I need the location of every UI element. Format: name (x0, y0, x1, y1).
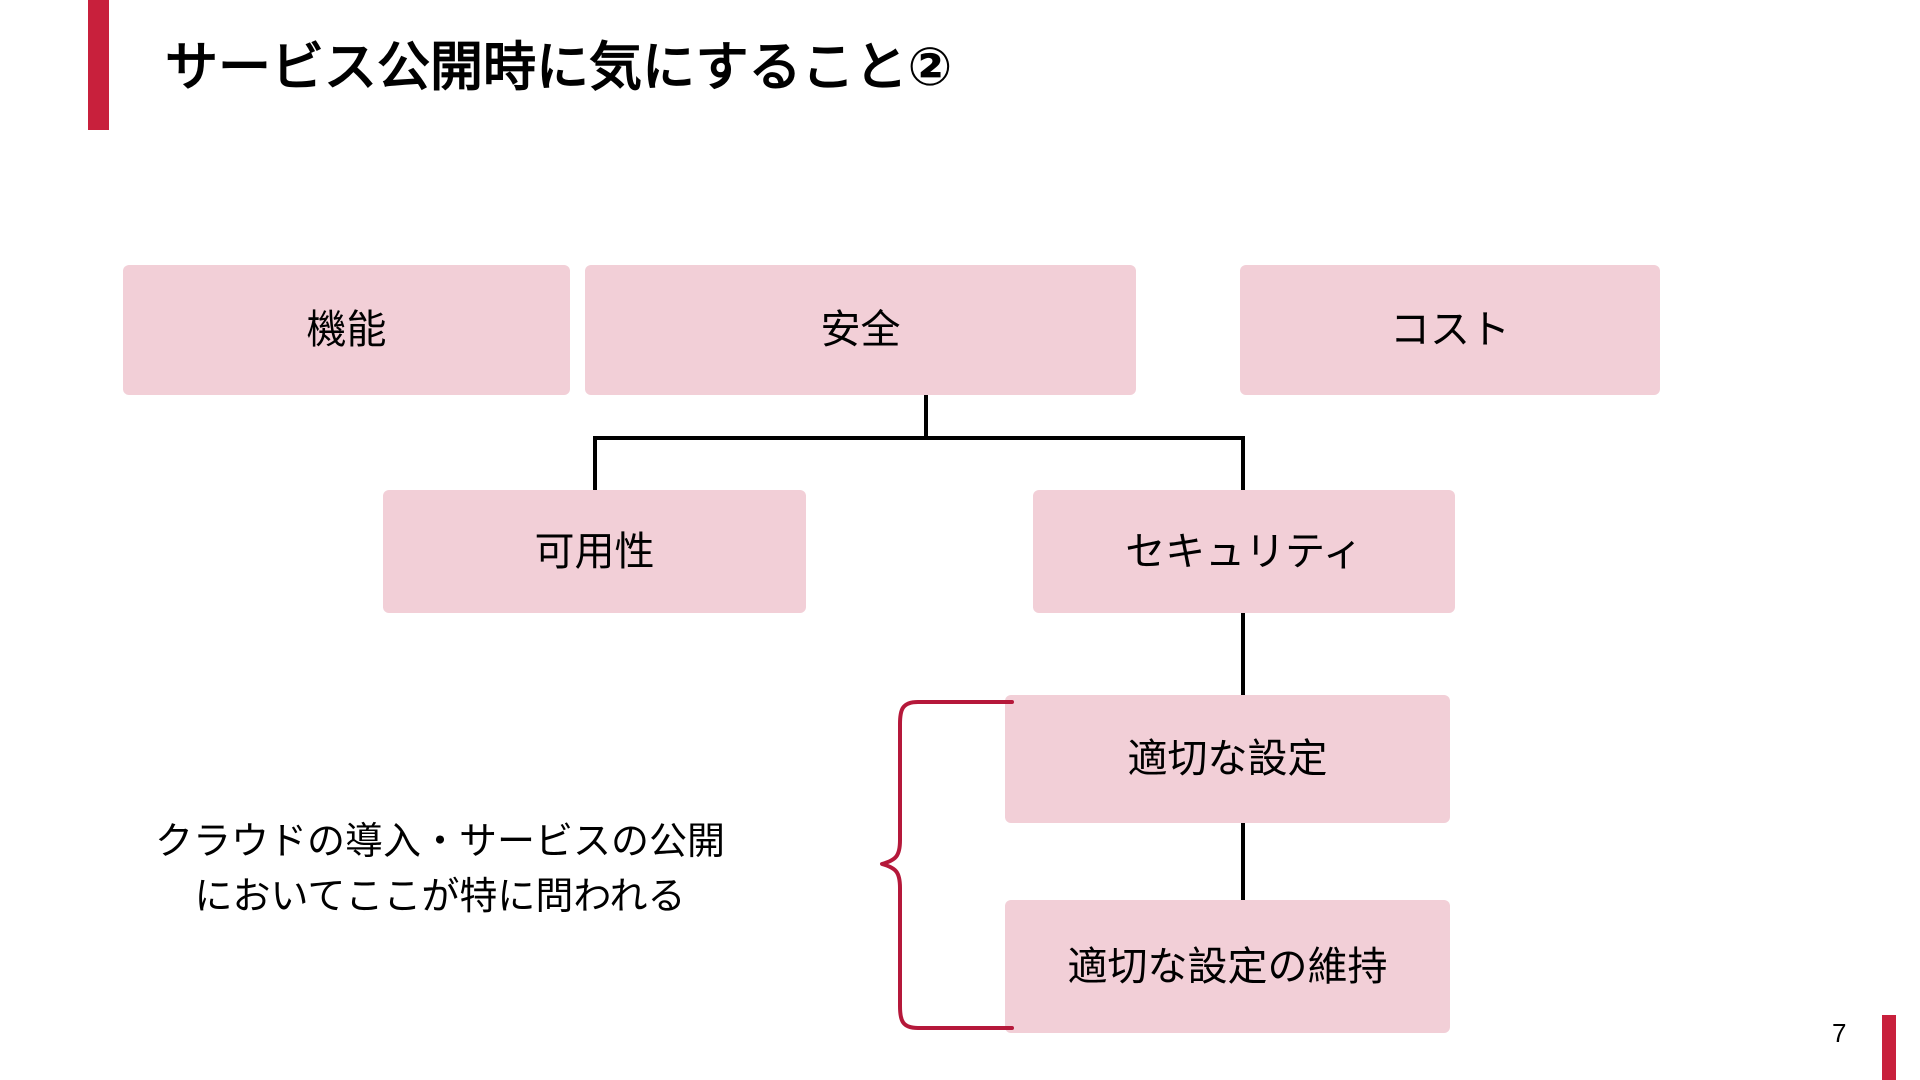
node-label: 適切な設定 (1127, 737, 1328, 781)
connector-anzen-down (924, 395, 928, 439)
title-accent-bar (88, 0, 109, 130)
page-number: 7 (1832, 1018, 1847, 1048)
node-box-security: セキュリティ (1033, 490, 1455, 613)
node-label: コスト (1390, 308, 1510, 352)
connector-down-to-kayousei (593, 436, 597, 492)
node-label: 可用性 (534, 529, 655, 574)
page-title: サービス公開時に気にすること② (165, 38, 953, 97)
node-label: セキュリティ (1125, 529, 1363, 574)
annotation-line-2: においてここが特に問われる (194, 876, 686, 919)
connector-down-to-security (1241, 436, 1245, 492)
node-box-cost: コスト (1240, 265, 1660, 395)
annotation-caption: クラウドの導入・サービスの公開 においてここが特に問われる (140, 815, 740, 925)
footer-accent-bar (1882, 1015, 1896, 1080)
curly-brace-icon (880, 700, 1014, 1030)
connector-horizontal-split (595, 436, 1245, 440)
annotation-line-1: クラウドの導入・サービスの公開 (154, 821, 725, 863)
node-box-kinou: 機能 (123, 265, 570, 395)
connector-security-to-settei (1241, 613, 1245, 697)
node-label: 安全 (820, 308, 901, 352)
node-label: 適切な設定の維持 (1067, 944, 1388, 989)
node-box-tekisetsu-na-settei-no-iji: 適切な設定の維持 (1005, 900, 1450, 1033)
node-box-anzen: 安全 (585, 265, 1136, 395)
connector-settei-to-iji (1241, 823, 1245, 901)
node-box-kayousei: 可用性 (383, 490, 806, 613)
node-box-tekisetsu-na-settei: 適切な設定 (1005, 695, 1450, 823)
node-label: 機能 (306, 308, 387, 352)
